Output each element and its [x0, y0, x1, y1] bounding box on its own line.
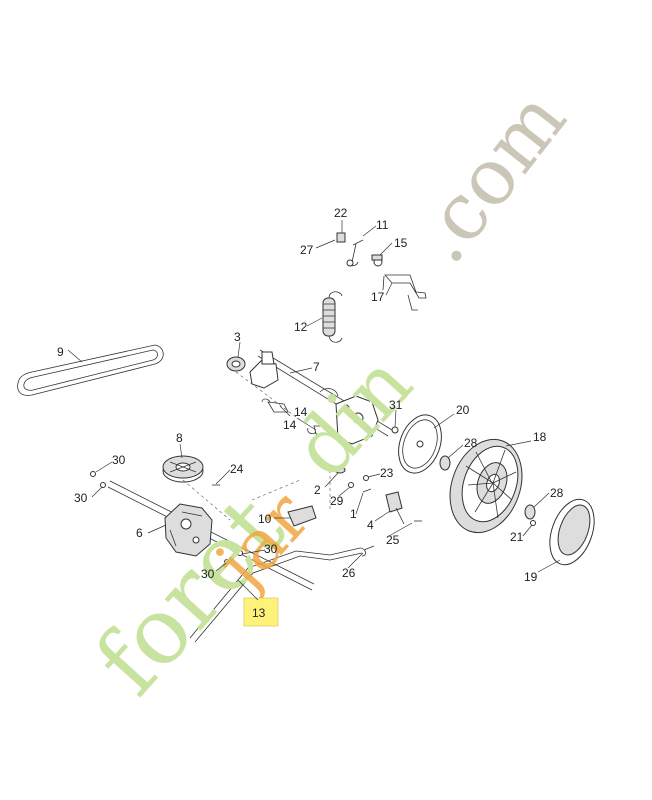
label-4: 4 — [367, 518, 374, 532]
label-30a: 30 — [112, 453, 126, 467]
label-28a: 28 — [464, 436, 478, 450]
label-6: 6 — [136, 526, 143, 540]
label-8: 8 — [176, 431, 183, 445]
part-labels: 22 11 27 15 17 12 9 3 7 31 20 14 14 8 30… — [57, 206, 564, 620]
top-small-parts — [336, 232, 383, 267]
spring — [322, 291, 343, 343]
drive-rod — [189, 547, 366, 643]
label-27: 27 — [300, 243, 314, 257]
label-26: 26 — [342, 566, 356, 580]
label-15: 15 — [394, 236, 408, 250]
label-19: 19 — [524, 570, 538, 584]
bearing — [226, 356, 246, 372]
label-30c: 30 — [264, 542, 278, 556]
washer-c — [530, 520, 536, 526]
bracket-plate — [287, 505, 317, 527]
label-31: 31 — [389, 398, 403, 412]
label-29: 29 — [330, 494, 344, 508]
label-3: 3 — [234, 330, 241, 344]
washer-a — [439, 455, 451, 471]
rear-wheel — [449, 438, 523, 534]
watermark-front: foret jar din — [75, 337, 430, 715]
label-14a: 14 — [294, 405, 308, 419]
label-1: 1 — [350, 507, 357, 521]
small-hardware — [90, 466, 422, 565]
label-30d: 30 — [201, 567, 215, 581]
label-20: 20 — [456, 403, 470, 417]
wheel-disc — [398, 414, 442, 474]
gearbox — [107, 480, 315, 591]
leader-lines — [67, 220, 561, 601]
washer-b — [524, 504, 536, 520]
label-10: 10 — [258, 512, 272, 526]
label-22: 22 — [334, 206, 348, 220]
drive-belt — [17, 344, 164, 396]
label-28b: 28 — [550, 486, 564, 500]
bracket — [382, 274, 427, 311]
label-11: 11 — [376, 218, 389, 232]
pulley — [162, 455, 204, 483]
label-14b: 14 — [283, 418, 297, 432]
watermark-domain: .com — [396, 75, 584, 280]
label-9: 9 — [57, 345, 64, 359]
label-12: 12 — [294, 320, 308, 334]
guide-lines — [182, 371, 331, 521]
watermark: .com — [396, 75, 584, 280]
label-17: 17 — [371, 290, 385, 304]
label-18: 18 — [533, 430, 547, 444]
label-7: 7 — [313, 360, 320, 374]
label-23: 23 — [380, 466, 394, 480]
hub-cap — [549, 498, 595, 566]
highlight-box — [243, 597, 279, 627]
label-13: 13 — [252, 606, 266, 620]
label-24: 24 — [230, 462, 244, 476]
label-25: 25 — [386, 533, 400, 547]
label-2: 2 — [314, 483, 321, 497]
label-21: 21 — [510, 530, 524, 544]
label-30b: 30 — [74, 491, 88, 505]
